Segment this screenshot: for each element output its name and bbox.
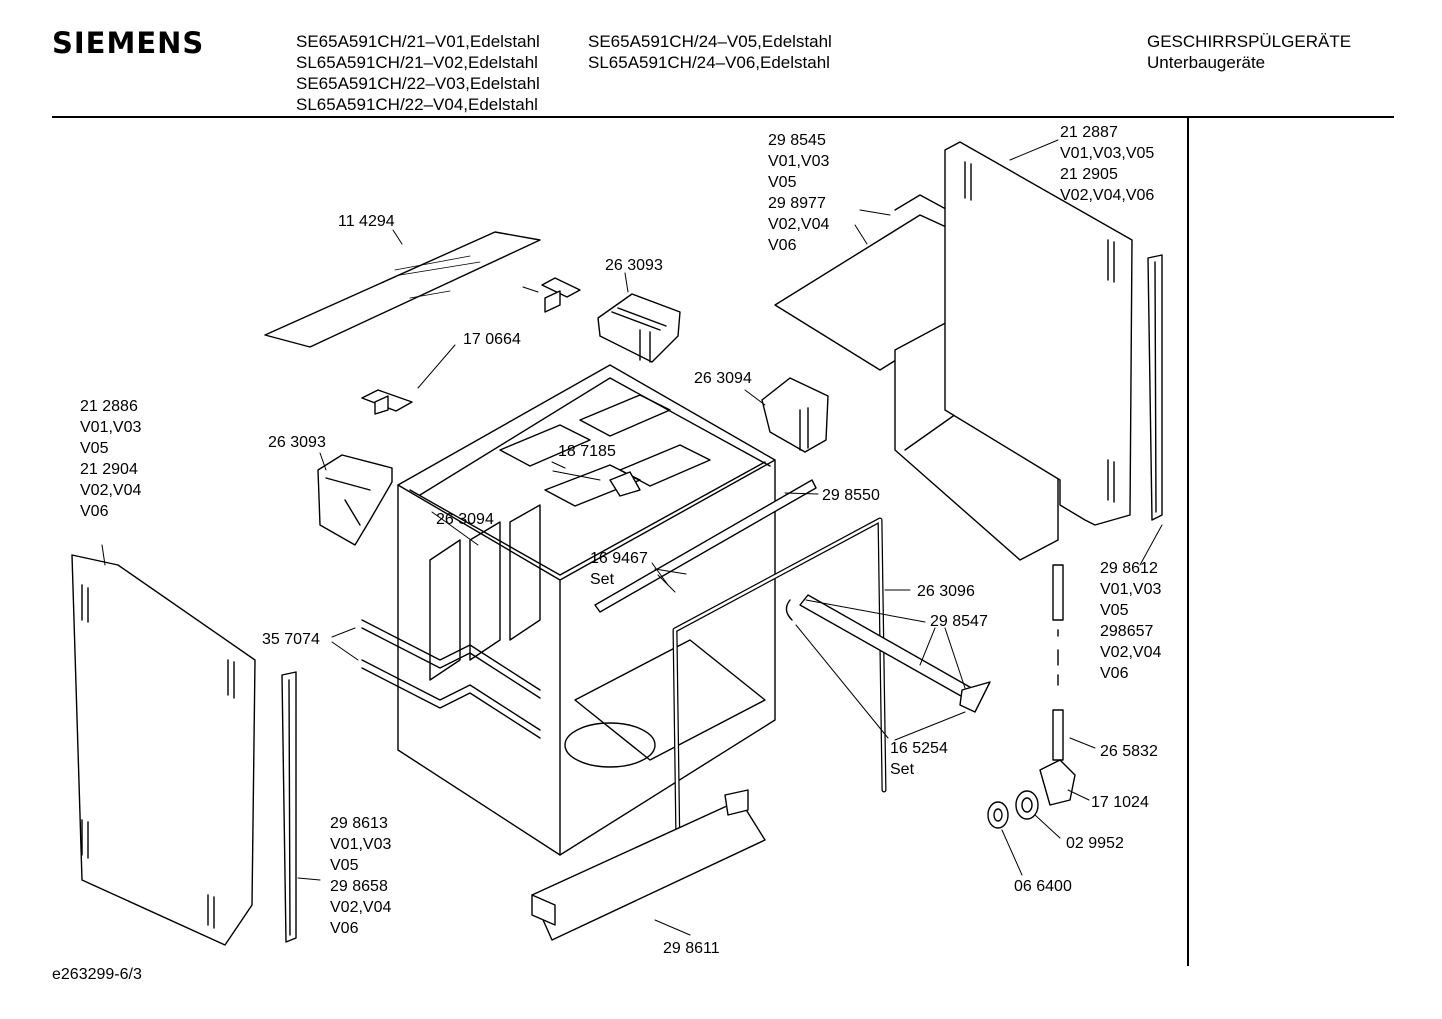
- category-block: GESCHIRRSPÜLGERÄTE Unterbaugeräte: [1147, 31, 1351, 73]
- part-label-212886-block: 21 2886 V01,V03 V05 21 2904 V02,V04 V06: [80, 396, 141, 522]
- base-plinth: [531, 789, 766, 941]
- part-label-263094-right: 26 3094: [694, 370, 752, 387]
- clip-263093-top: [597, 293, 681, 363]
- clip-263094-right: [761, 377, 829, 453]
- variant-line: V05: [330, 857, 359, 874]
- part-label-114294: 11 4294: [338, 213, 395, 230]
- variant-line: V02,V04: [1100, 644, 1162, 661]
- variant-line: V01,V03,V05: [1060, 145, 1155, 162]
- part-label-265832: 26 5832: [1100, 743, 1158, 760]
- model-line: SE65A591CH/22–V03,Edelstahl: [296, 74, 540, 93]
- leader-lines: [101, 139, 1163, 936]
- dishwasher-tub: [397, 364, 776, 856]
- drain-coupling: [987, 564, 1076, 829]
- variant-line: V02,V04,V06: [1060, 187, 1155, 204]
- clip-263093-left: [317, 454, 393, 546]
- part-number: 21 2905: [1060, 166, 1118, 183]
- variant-line: V05: [768, 174, 797, 191]
- part-number: 21 2904: [80, 461, 138, 478]
- variant-line: V02,V04: [80, 482, 142, 499]
- variant-line: V06: [1100, 665, 1129, 682]
- part-label-298550: 29 8550: [822, 487, 880, 504]
- part-label-263093-left: 26 3093: [268, 434, 326, 451]
- part-number: 29 8977: [768, 195, 826, 212]
- variant-line: V05: [80, 440, 109, 457]
- part-label-298613-block: 29 8613 V01,V03 V05 29 8658 V02,V04 V06: [330, 813, 391, 939]
- variant-line: V01,V03: [80, 419, 142, 436]
- variant-line: V06: [768, 237, 797, 254]
- part-label-171024: 17 1024: [1091, 794, 1149, 811]
- side-divider: [1187, 118, 1189, 966]
- model-list-1: SE65A591CH/21–V01,Edelstahl SL65A591CH/2…: [296, 31, 540, 115]
- variant-line: V05: [1100, 602, 1129, 619]
- part-label-298612-block: 29 8612 V01,V03 V05 298657 V02,V04 V06: [1100, 558, 1161, 684]
- part-number: 298657: [1100, 623, 1154, 640]
- part-label-263094-mid: 26 3094: [436, 511, 494, 528]
- mounting-bracket-top: [541, 277, 581, 313]
- part-number: 16 5254: [890, 740, 948, 757]
- side-rails: [361, 619, 541, 739]
- right-side-panel: [944, 141, 1133, 526]
- part-number: 21 2887: [1060, 124, 1118, 141]
- left-side-panel: [71, 554, 256, 946]
- variant-line: V01,V03: [768, 153, 830, 170]
- part-label-165254-block: 16 5254 Set: [890, 738, 948, 780]
- variant-line: V02,V04: [768, 216, 830, 233]
- brand-logo: SIEMENS: [52, 26, 205, 60]
- header-divider: [52, 116, 1394, 118]
- part-label-298547: 29 8547: [930, 613, 988, 630]
- left-trim-strip: [281, 671, 297, 943]
- part-label-298611: 29 8611: [663, 940, 720, 957]
- right-trim-strip: [1147, 254, 1163, 521]
- set-note: Set: [590, 571, 615, 588]
- part-number: 29 8658: [330, 878, 388, 895]
- part-label-357074: 35 7074: [262, 631, 320, 648]
- part-number: 29 8545: [768, 132, 826, 149]
- variant-line: V02,V04: [330, 899, 392, 916]
- model-line: SL65A591CH/21–V02,Edelstahl: [296, 53, 538, 72]
- part-label-187185: 18 7185: [558, 443, 616, 460]
- variant-line: V06: [330, 920, 359, 937]
- model-line: SE65A591CH/24–V05,Edelstahl: [588, 32, 832, 51]
- category-subtitle: Unterbaugeräte: [1147, 53, 1266, 72]
- part-number: 29 8613: [330, 815, 388, 832]
- top-rail: [594, 479, 817, 613]
- part-label-263096: 26 3096: [917, 583, 975, 600]
- part-label-066400: 06 6400: [1014, 878, 1072, 895]
- set-note: Set: [890, 761, 915, 778]
- category-title: GESCHIRRSPÜLGERÄTE: [1147, 32, 1352, 51]
- variant-line: V01,V03: [330, 836, 392, 853]
- drawing-id: e263299-6/3: [52, 966, 142, 983]
- part-label-212887-block: 21 2887 V01,V03,V05 21 2905 V02,V04,V06: [1060, 122, 1154, 206]
- part-label-169467-block: 16 9467 Set: [590, 548, 648, 590]
- part-number: 16 9467: [590, 550, 648, 567]
- model-line: SL65A591CH/24–V06,Edelstahl: [588, 53, 830, 72]
- model-line: SL65A591CH/22–V04,Edelstahl: [296, 95, 538, 114]
- part-label-170664: 17 0664: [463, 331, 521, 348]
- model-line: SE65A591CH/21–V01,Edelstahl: [296, 32, 540, 51]
- spray-arm-bar: [785, 594, 991, 713]
- variant-line: V01,V03: [1100, 581, 1162, 598]
- mounting-bracket-bottom: [361, 389, 413, 415]
- part-number: 29 8612: [1100, 560, 1158, 577]
- door-gasket: [672, 517, 887, 853]
- part-number: 21 2886: [80, 398, 138, 415]
- model-list-2: SE65A591CH/24–V05,Edelstahl SL65A591CH/2…: [588, 31, 832, 73]
- part-label-263093-top: 26 3093: [605, 257, 663, 274]
- insulation-strip: [264, 231, 541, 348]
- part-label-298545-block: 29 8545 V01,V03 V05 29 8977 V02,V04 V06: [768, 130, 829, 256]
- variant-line: V06: [80, 503, 109, 520]
- part-label-029952: 02 9952: [1066, 835, 1124, 852]
